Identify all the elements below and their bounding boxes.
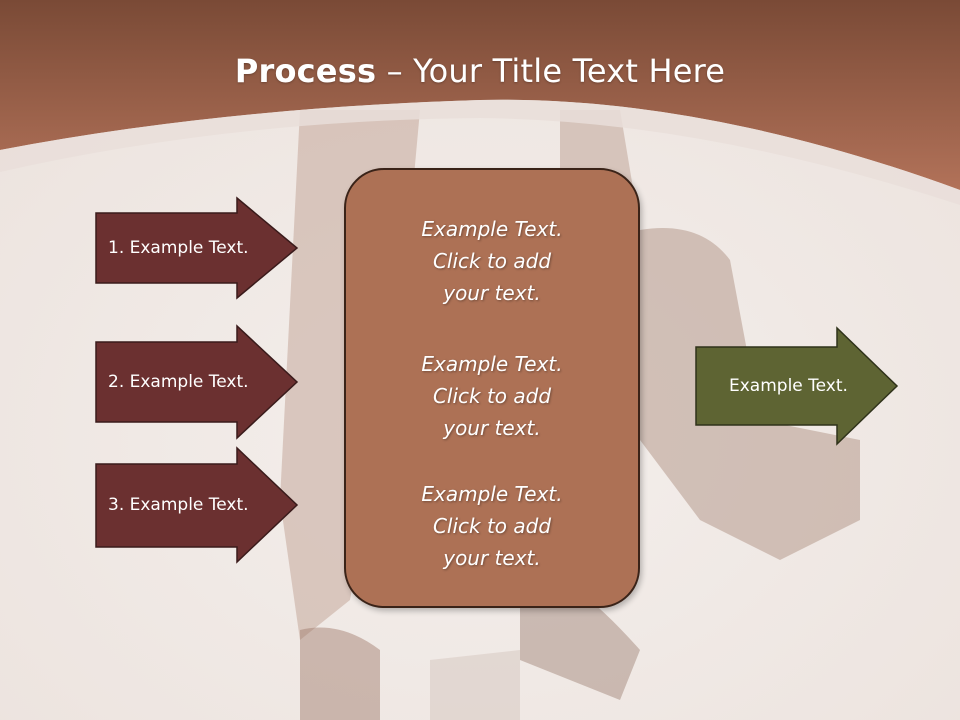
center-content-box[interactable]: Example Text. Click to add your text. Ex… bbox=[344, 168, 640, 608]
arrow-label: Example Text. bbox=[729, 376, 848, 396]
center-text-line: Example Text. bbox=[421, 217, 563, 241]
center-text-line: your text. bbox=[443, 546, 541, 570]
arrow-shape bbox=[95, 196, 299, 300]
center-text-line: Example Text. bbox=[421, 482, 563, 506]
process-arrow-3[interactable]: 3. Example Text. bbox=[95, 446, 299, 564]
arrow-shape bbox=[695, 326, 899, 446]
center-text-line: your text. bbox=[443, 416, 541, 440]
arrow-shape bbox=[95, 324, 299, 440]
center-text-line: Click to add bbox=[432, 514, 552, 538]
arrow-label: 1. Example Text. bbox=[108, 238, 249, 258]
arrow-label: 2. Example Text. bbox=[108, 372, 249, 392]
center-text-block-2[interactable]: Example Text. Click to add your text. bbox=[346, 348, 638, 444]
page-title: Process – Your Title Text Here bbox=[0, 52, 960, 90]
center-text-block-1[interactable]: Example Text. Click to add your text. bbox=[346, 213, 638, 309]
center-text-line: Click to add bbox=[432, 249, 552, 273]
title-rest: – Your Title Text Here bbox=[376, 52, 726, 90]
center-text-line: your text. bbox=[443, 281, 541, 305]
center-text-line: Example Text. bbox=[421, 352, 563, 376]
arrow-shape bbox=[95, 446, 299, 564]
title-bold: Process bbox=[234, 52, 377, 90]
arrow-label: 3. Example Text. bbox=[108, 495, 249, 515]
result-arrow[interactable]: Example Text. bbox=[695, 326, 899, 446]
process-arrow-1[interactable]: 1. Example Text. bbox=[95, 196, 299, 300]
center-text-line: Click to add bbox=[432, 384, 552, 408]
center-text-block-3[interactable]: Example Text. Click to add your text. bbox=[346, 478, 638, 574]
process-arrow-2[interactable]: 2. Example Text. bbox=[95, 324, 299, 440]
